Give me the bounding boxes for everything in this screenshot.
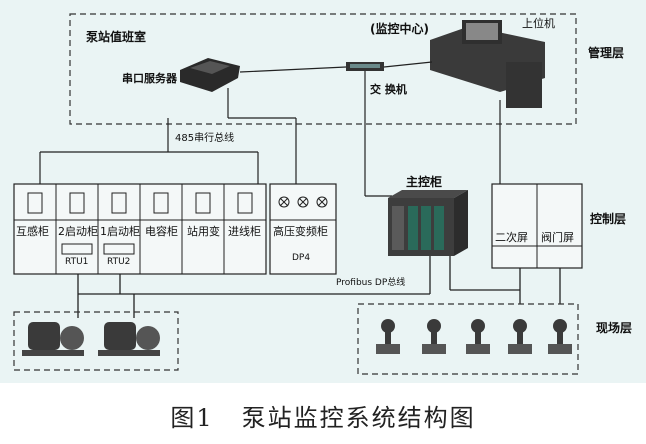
pump-region: [13, 311, 179, 371]
pump-1: [22, 322, 84, 356]
valve-4: [508, 319, 532, 354]
bus-485-label: 485串行总线: [175, 133, 235, 144]
cabinet-label: 互感柜: [16, 225, 49, 238]
profibus-lines: [77, 256, 561, 318]
upper-computer-device: [430, 20, 545, 108]
upper-computer-label: 上位机: [522, 17, 555, 30]
switch-label: 交 换机: [370, 83, 407, 96]
screen-label: 二次屏: [495, 231, 528, 244]
monitor-center-label: (监控中心): [370, 22, 429, 36]
hv-cabinet-label: 高压变频柜: [273, 225, 328, 238]
field-region: [357, 303, 579, 375]
cabinet-label: 站用变: [187, 225, 220, 238]
cabinet-label: 进线柜: [228, 225, 261, 238]
pump-2: [98, 322, 160, 356]
field-layer-label: 现场层: [596, 321, 633, 335]
screen-label: 阀门屏: [541, 231, 574, 244]
cabinet-label: 1启动柜: [100, 225, 140, 238]
main-cabinet-label: 主控柜: [406, 175, 443, 189]
figure-caption: 图1 泵站监控系统结构图: [0, 398, 646, 433]
control-layer-label: 控制层: [590, 212, 627, 226]
management-layer-label: 管理层: [588, 46, 625, 60]
management-region: [69, 13, 577, 125]
caption-number: 图1: [170, 404, 214, 432]
cabinet-label: 电容柜: [145, 225, 178, 238]
serial-server-device: [180, 58, 240, 92]
serial-server-label: 串口服务器: [122, 72, 177, 85]
cabinet-label: 2启动柜: [58, 225, 98, 238]
main-plc-device: [388, 190, 468, 256]
valve-5: [548, 319, 572, 354]
valve-1: [376, 319, 400, 354]
rtu2-label: RTU2: [107, 257, 131, 267]
switch-device: [346, 62, 384, 71]
diagram-canvas: [13, 13, 583, 375]
bus-485-lines: [39, 88, 297, 184]
system-diagram: 泵站值班室 (监控中心) 上位机 管理层 串口服务器 交 换机 485串行总线 …: [0, 0, 646, 383]
hv-cabinet: [269, 183, 337, 275]
screens-cabinet: [491, 183, 583, 269]
caption-title: 泵站监控系统结构图: [241, 404, 476, 432]
profibus-label: Profibus DP总线: [336, 278, 406, 288]
field-valves: [376, 319, 572, 354]
rtu1-label: RTU1: [65, 257, 89, 267]
ethernet-lines: [364, 71, 501, 197]
duty-room-label: 泵站值班室: [86, 30, 147, 44]
valve-2: [422, 319, 446, 354]
dp4-label: DP4: [292, 253, 311, 263]
valve-3: [466, 319, 490, 354]
cabinet-row: [13, 183, 267, 275]
